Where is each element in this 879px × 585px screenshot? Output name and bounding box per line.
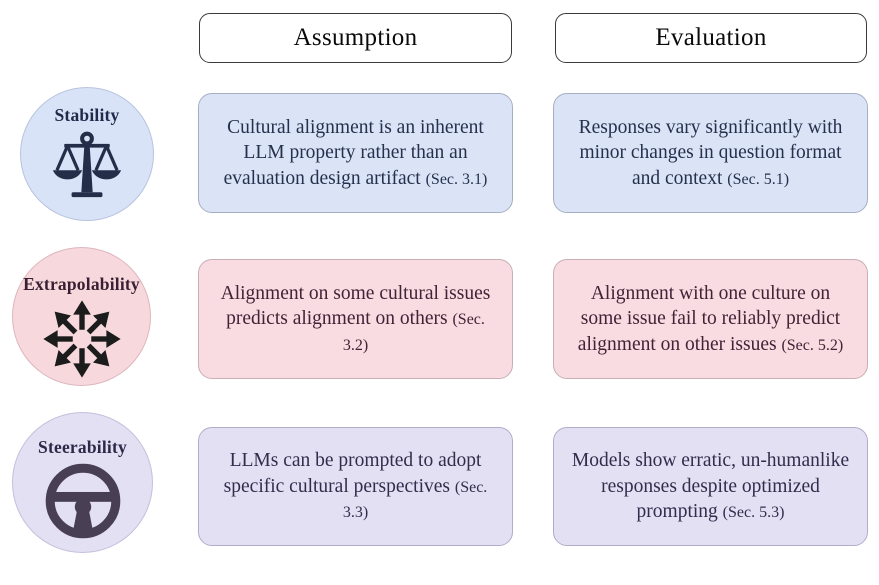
- evaluation-text-steerability: Models show erratic, un-humanlike respon…: [571, 450, 850, 523]
- balance-scale-icon: [52, 131, 122, 198]
- row-badge-steerability: Steerability: [12, 412, 153, 553]
- assumption-box-extrapolability: Alignment on some cultural issues predic…: [198, 259, 513, 379]
- section-ref: (Sec. 3.1): [425, 170, 488, 188]
- evaluation-text-extrapolability: Alignment with one culture on some issue…: [577, 282, 844, 355]
- evaluation-box-extrapolability: Alignment with one culture on some issue…: [553, 259, 868, 379]
- section-ref: (Sec. 5.1): [727, 170, 790, 188]
- section-ref: (Sec. 3.2): [342, 311, 485, 354]
- assumption-text-steerability: LLMs can be prompted to adopt specific c…: [223, 450, 488, 522]
- section-ref: (Sec. 5.3): [722, 504, 785, 522]
- evaluation-box-stability: Responses vary significantly with minor …: [553, 93, 868, 213]
- row-badge-stability: Stability: [20, 87, 154, 221]
- assumption-box-steerability: LLMs can be prompted to adopt specific c…: [198, 427, 513, 546]
- assumption-header-label: Assumption: [293, 24, 418, 51]
- section-ref: (Sec. 5.2): [781, 336, 844, 354]
- row-label-extrapolability: Extrapolability: [23, 274, 140, 294]
- assumption-box-stability: Cultural alignment is an inherent LLM pr…: [198, 93, 513, 213]
- assumption-text-extrapolability: Alignment on some cultural issues predic…: [220, 282, 491, 354]
- evaluation-box-steerability: Models show erratic, un-humanlike respon…: [553, 427, 868, 546]
- section-ref: (Sec. 3.3): [342, 478, 488, 522]
- row-label-stability: Stability: [54, 105, 120, 125]
- evaluation-text-stability: Responses vary significantly with minor …: [578, 116, 843, 189]
- steering-wheel-icon: [45, 463, 120, 539]
- column-header-evaluation: Evaluation: [555, 13, 867, 63]
- row-label-steerability: Steerability: [38, 437, 127, 457]
- assumption-text-stability: Cultural alignment is an inherent LLM pr…: [223, 116, 488, 189]
- column-header-assumption: Assumption: [199, 13, 512, 63]
- radiating-arrows-icon: [42, 300, 121, 378]
- evaluation-header-label: Evaluation: [655, 24, 767, 51]
- row-badge-extrapolability: Extrapolability: [12, 247, 151, 386]
